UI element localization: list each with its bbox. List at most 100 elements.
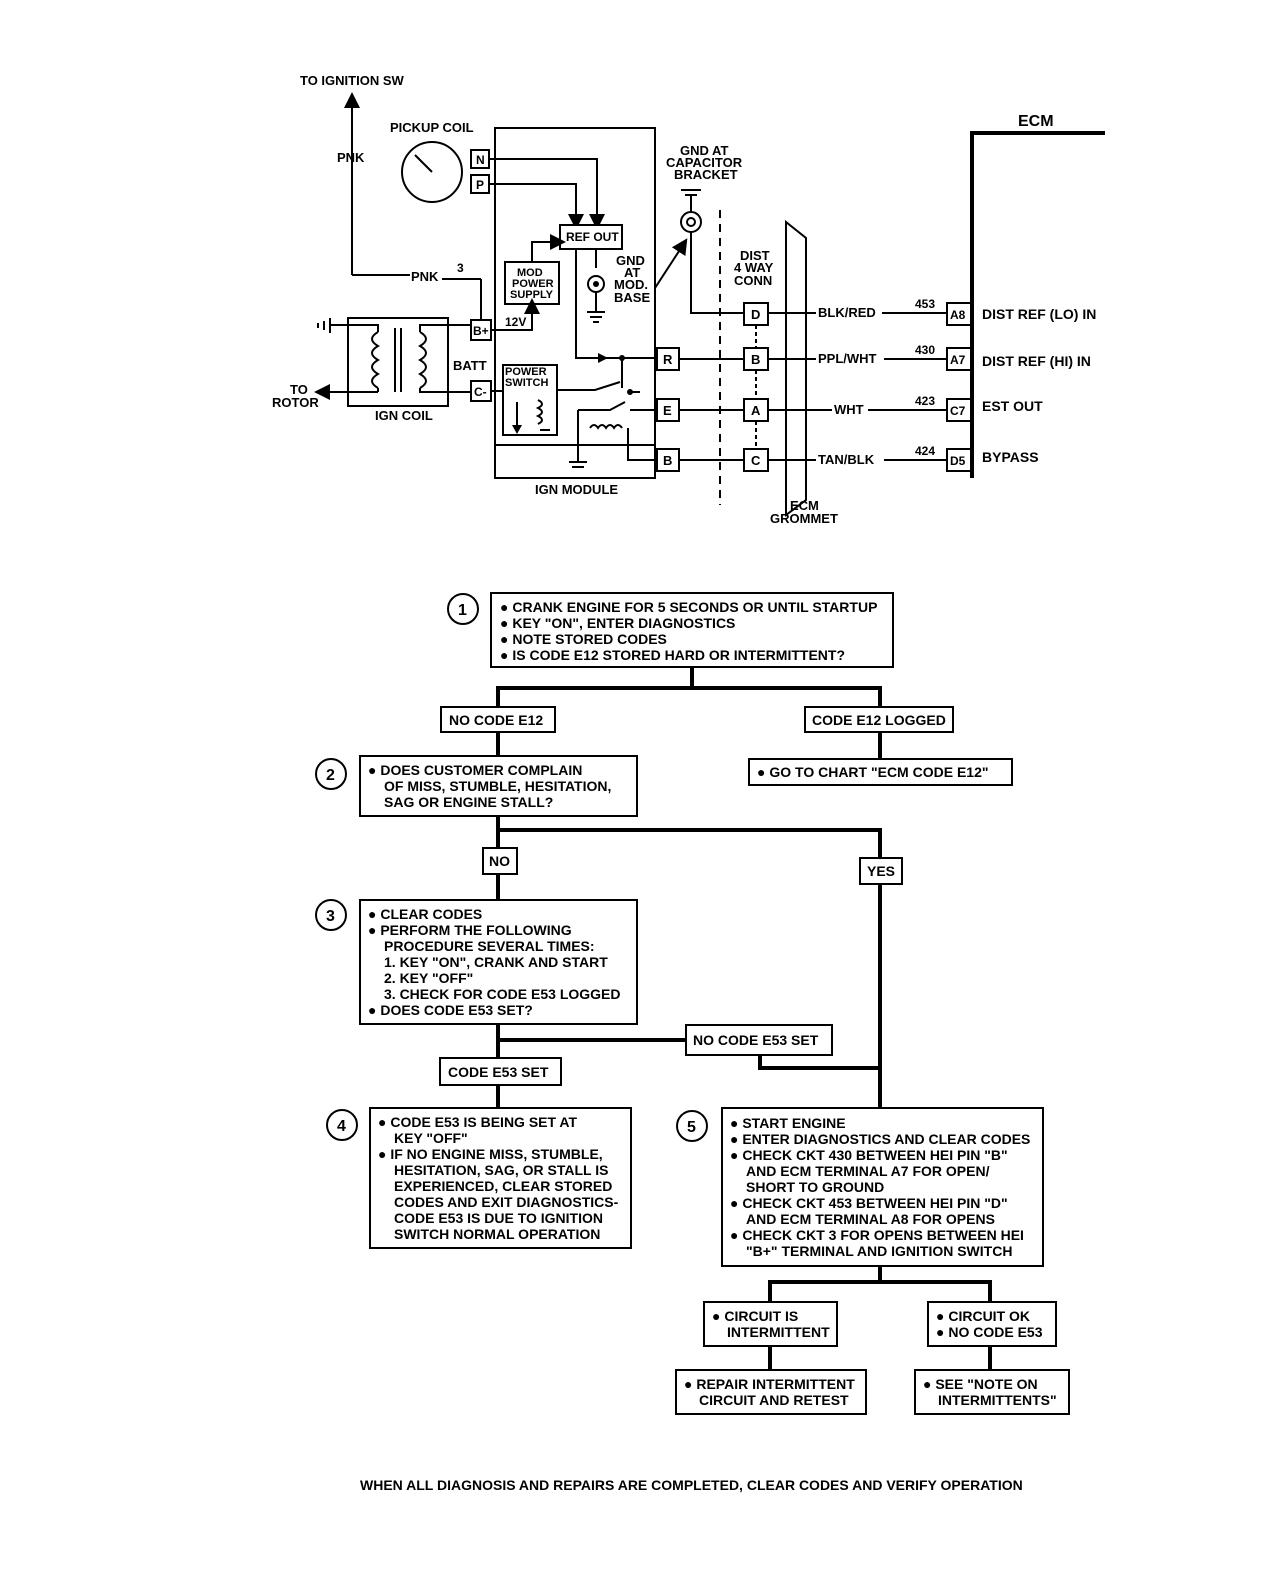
svg-text:SWITCH: SWITCH <box>505 377 548 389</box>
svg-text:ECM: ECM <box>790 498 819 513</box>
svg-text:5: 5 <box>687 1119 696 1136</box>
svg-text:HESITATION, SAG, OR STALL IS: HESITATION, SAG, OR STALL IS <box>394 1162 608 1178</box>
go-to-chart-box <box>748 758 1013 786</box>
svg-text:● CLEAR CODES: ● CLEAR CODES <box>368 906 482 922</box>
signal-bypass: BYPASS <box>982 449 1039 465</box>
ign-coil-label: IGN COIL <box>375 408 433 423</box>
12v-label: 12V <box>505 315 526 329</box>
svg-text:B: B <box>751 352 760 367</box>
svg-text:MOD: MOD <box>517 267 543 279</box>
svg-text:2: 2 <box>326 767 335 784</box>
svg-text:3. CHECK FOR CODE E53 LOGGED: 3. CHECK FOR CODE E53 LOGGED <box>384 986 620 1002</box>
svg-text:"B+" TERMINAL AND IGNITION SWI: "B+" TERMINAL AND IGNITION SWITCH <box>746 1243 1012 1259</box>
svg-text:AND ECM TERMINAL A7 FOR OPEN/: AND ECM TERMINAL A7 FOR OPEN/ <box>746 1163 990 1179</box>
ecm-terminal-c7 <box>946 398 972 422</box>
svg-text:CODES AND EXIT DIAGNOSTICS-: CODES AND EXIT DIAGNOSTICS- <box>394 1194 619 1210</box>
svg-text:● REPAIR INTERMITTENT: ● REPAIR INTERMITTENT <box>684 1376 855 1392</box>
ref-out-box <box>559 224 623 250</box>
svg-text:● NO CODE E53: ● NO CODE E53 <box>936 1324 1043 1340</box>
svg-text:A8: A8 <box>950 308 966 322</box>
svg-text:● CIRCUIT OK: ● CIRCUIT OK <box>936 1308 1030 1324</box>
svg-text:D5: D5 <box>950 454 966 468</box>
step-5-box <box>721 1107 1044 1267</box>
batt-label: BATT <box>453 358 487 373</box>
step-1-line: ● CRANK ENGINE FOR 5 SECONDS OR UNTIL ST… <box>500 599 877 615</box>
svg-text:SWITCH NORMAL OPERATION: SWITCH NORMAL OPERATION <box>394 1226 600 1242</box>
svg-text:CIRCUIT AND RETEST: CIRCUIT AND RETEST <box>699 1392 849 1408</box>
svg-text:GND AT: GND AT <box>680 143 728 158</box>
signal-est-out: EST OUT <box>982 398 1043 414</box>
ecm-terminal-d5 <box>946 448 972 472</box>
svg-text:SHORT TO GROUND: SHORT TO GROUND <box>746 1179 884 1195</box>
svg-text:1: 1 <box>458 602 467 619</box>
svg-text:SAG OR ENGINE STALL?: SAG OR ENGINE STALL? <box>384 794 553 810</box>
signal-dist-ref-lo: DIST REF (LO) IN <box>982 306 1096 322</box>
svg-text:4 WAY: 4 WAY <box>734 260 774 275</box>
svg-text:● CHECK CKT 453 BETWEEN HEI PI: ● CHECK CKT 453 BETWEEN HEI PIN "D" <box>730 1195 1008 1211</box>
ckt-423-label: 423 <box>915 394 935 408</box>
ecm-grommet-label: GROMMET <box>770 511 838 526</box>
svg-text:POWER: POWER <box>512 278 554 290</box>
svg-text:C: C <box>751 453 761 468</box>
svg-text:CODE E53 IS DUE TO IGNITION: CODE E53 IS DUE TO IGNITION <box>394 1210 603 1226</box>
pickup-coil-symbol <box>401 141 463 203</box>
svg-text:NO CODE E53 SET: NO CODE E53 SET <box>693 1032 819 1048</box>
step-1-box <box>490 592 894 668</box>
svg-text:AT: AT <box>624 265 640 280</box>
svg-text:1. KEY "ON", CRANK AND START: 1. KEY "ON", CRANK AND START <box>384 954 608 970</box>
svg-text:CAPACITOR: CAPACITOR <box>666 155 743 170</box>
pnk-label-top: PNK <box>337 150 365 165</box>
ign-coil-box <box>347 317 449 407</box>
to-ignition-label: TO IGNITION SW <box>300 73 404 88</box>
svg-text:GND: GND <box>616 253 645 268</box>
svg-text:E: E <box>663 403 672 418</box>
wiring-diagram: TO IGNITION SW PNK PNK 3 PICKUP COIL N P… <box>272 73 1105 526</box>
svg-text:KEY "OFF": KEY "OFF" <box>394 1130 468 1146</box>
svg-text:BASE: BASE <box>614 290 650 305</box>
repair-intermittent-box <box>675 1369 867 1415</box>
step-1-line: ● NOTE STORED CODES <box>500 631 667 647</box>
svg-text:CODE E12 LOGGED: CODE E12 LOGGED <box>812 712 946 728</box>
code-e12-logged-box <box>804 706 954 733</box>
svg-text:YES: YES <box>867 863 895 879</box>
ckt-430-label: 430 <box>915 343 935 357</box>
svg-text:NO: NO <box>489 853 510 869</box>
step-4-marker <box>326 1109 358 1141</box>
svg-text:D: D <box>751 307 760 322</box>
svg-text:● START ENGINE: ● START ENGINE <box>730 1115 846 1131</box>
ecm-grommet-symbol <box>785 219 807 517</box>
wire-blk-red: BLK/RED <box>818 305 876 320</box>
svg-text:● ENTER DIAGNOSTICS AND CLEAR: ● ENTER DIAGNOSTICS AND CLEAR CODES <box>730 1131 1030 1147</box>
svg-text:3: 3 <box>326 908 335 925</box>
svg-text:A: A <box>751 403 761 418</box>
ckt-424-label: 424 <box>915 444 935 458</box>
code-e53-set-box <box>439 1057 562 1086</box>
svg-text:4: 4 <box>337 1118 346 1135</box>
svg-text:N: N <box>476 153 485 167</box>
svg-text:INTERMITTENTS": INTERMITTENTS" <box>938 1392 1057 1408</box>
wire-ppl-wht: PPL/WHT <box>818 351 877 366</box>
no-box <box>482 847 518 875</box>
svg-text:NO CODE E12: NO CODE E12 <box>449 712 543 728</box>
svg-text:● CODE E53 IS BEING SET AT: ● CODE E53 IS BEING SET AT <box>378 1114 577 1130</box>
svg-text:B: B <box>663 453 672 468</box>
step-3-marker <box>315 899 347 931</box>
svg-text:P: P <box>476 178 484 192</box>
svg-text:● PERFORM THE FOLLOWING: ● PERFORM THE FOLLOWING <box>368 922 572 938</box>
svg-text:● CHECK CKT 3 FOR OPENS BETWEE: ● CHECK CKT 3 FOR OPENS BETWEEN HEI <box>730 1227 1024 1243</box>
ecm-terminal-a8 <box>946 302 972 326</box>
step-1-marker <box>447 593 479 625</box>
step-2-marker <box>315 758 347 790</box>
svg-text:CODE E53 SET: CODE E53 SET <box>448 1064 549 1080</box>
svg-text:EXPERIENCED, CLEAR STORED: EXPERIENCED, CLEAR STORED <box>394 1178 612 1194</box>
coil-primary-winding <box>371 331 380 389</box>
coil-secondary-winding <box>418 331 427 389</box>
svg-text:PROCEDURE SEVERAL TIMES:: PROCEDURE SEVERAL TIMES: <box>384 938 595 954</box>
step-3-box <box>359 899 638 1025</box>
svg-text:OF MISS, STUMBLE, HESITATION,: OF MISS, STUMBLE, HESITATION, <box>384 778 611 794</box>
dist-4-way-conn-label: CONN <box>734 273 772 288</box>
pnk-label-mid: PNK <box>411 269 439 284</box>
step-1-line: ● KEY "ON", ENTER DIAGNOSTICS <box>500 615 735 631</box>
wire-wht: WHT <box>834 402 864 417</box>
svg-text:DIST: DIST <box>740 248 770 263</box>
